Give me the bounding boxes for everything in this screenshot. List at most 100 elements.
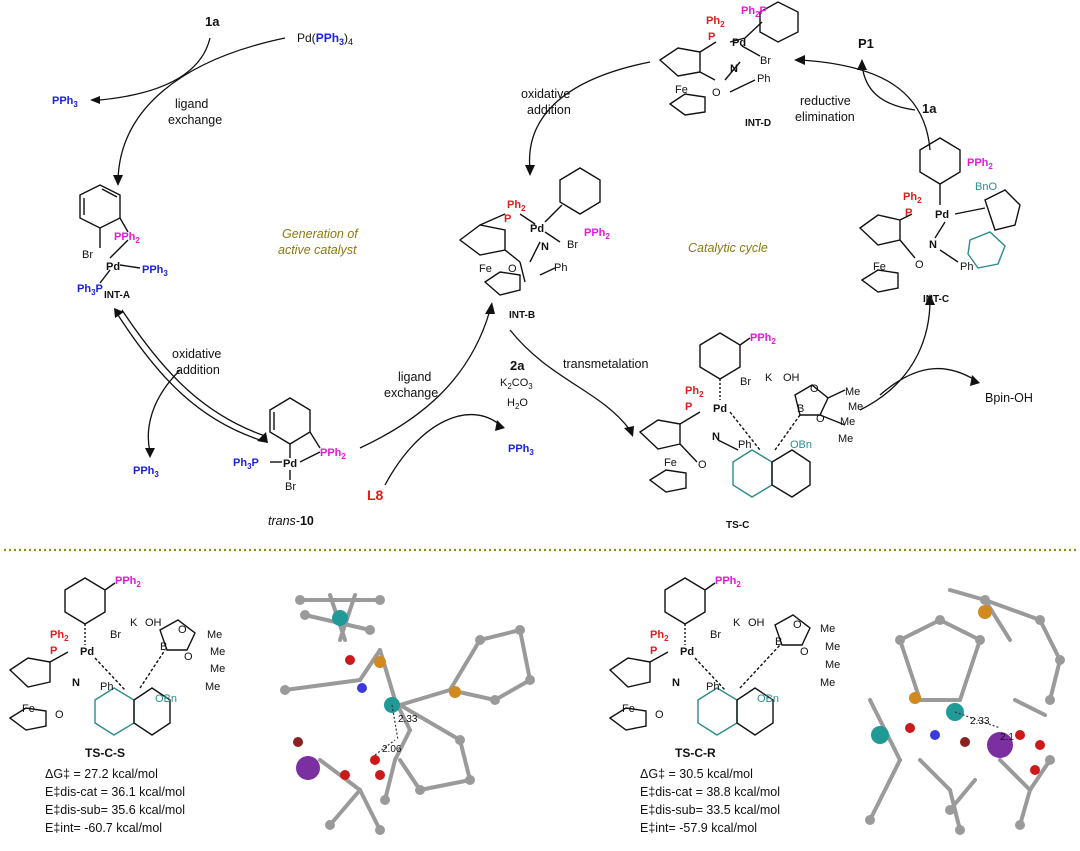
int-a-label: INT-A bbox=[104, 290, 130, 301]
svg-text:P: P bbox=[504, 213, 511, 225]
ts-cr-name: TS-C-R bbox=[675, 746, 716, 760]
svg-text:Ph2: Ph2 bbox=[507, 199, 526, 213]
svg-text:Br: Br bbox=[567, 239, 578, 251]
int-c-label: INT-C bbox=[923, 294, 949, 305]
svg-text:Ph2: Ph2 bbox=[706, 15, 725, 29]
svg-text:Pd: Pd bbox=[732, 37, 746, 49]
svg-text:Br: Br bbox=[110, 629, 121, 641]
trans10-structure: PPh2 Pd Ph3P Br bbox=[233, 397, 346, 493]
svg-text:O: O bbox=[698, 459, 707, 471]
svg-text:Me: Me bbox=[207, 629, 222, 641]
ts-cs-3d-model: 2.33 2.06 bbox=[280, 593, 535, 835]
svg-text:Br: Br bbox=[740, 376, 751, 388]
ts-cs-int: E‡int= -60.7 kcal/mol bbox=[45, 821, 163, 835]
int-b-label: INT-B bbox=[509, 310, 535, 321]
ts-cs-energies: ΔG‡ = 27.2 kcal/mol E‡dis-cat = 36.1 kca… bbox=[45, 765, 185, 837]
ts-cr-dis-cat: E‡dis-cat = 38.8 kcal/mol bbox=[640, 785, 780, 799]
svg-text:Fe: Fe bbox=[22, 703, 35, 715]
p1-label: P1 bbox=[858, 36, 874, 51]
svg-text:Br: Br bbox=[82, 249, 93, 261]
ts-cs-dis-sub: E‡dis-sub= 35.6 kcal/mol bbox=[45, 803, 186, 817]
int-a-structure: PPh2 Br Pd PPh3 Ph3P bbox=[77, 184, 168, 297]
svg-text:Fe: Fe bbox=[622, 703, 635, 715]
svg-text:Me: Me bbox=[845, 386, 860, 398]
int-b-structure: Ph2 P Pd Br PPh2 N O Fe Ph bbox=[458, 167, 610, 296]
svg-text:O: O bbox=[816, 413, 825, 425]
ts-cr-dis-sub: E‡dis-sub= 33.5 kcal/mol bbox=[640, 803, 781, 817]
svg-text:Pd: Pd bbox=[713, 403, 727, 415]
ts-cr-dist1: 2.33 bbox=[970, 716, 990, 727]
transmetalation-label: transmetalation bbox=[563, 357, 649, 371]
svg-text:Br: Br bbox=[710, 629, 721, 641]
svg-text:PPh2: PPh2 bbox=[320, 447, 346, 461]
svg-text:PPh2: PPh2 bbox=[114, 231, 140, 245]
svg-text:O: O bbox=[184, 651, 193, 663]
svg-text:Br: Br bbox=[760, 55, 771, 67]
oxidative-top-2: addition bbox=[527, 103, 571, 117]
svg-text:O: O bbox=[178, 624, 187, 636]
svg-text:Ph3P: Ph3P bbox=[77, 283, 103, 297]
svg-text:Fe: Fe bbox=[664, 457, 677, 469]
svg-text:PPh3: PPh3 bbox=[142, 264, 168, 278]
svg-text:PPh2: PPh2 bbox=[715, 575, 741, 589]
ts-cr-3d-model: 2.33 2.1 bbox=[865, 588, 1065, 835]
svg-text:Ph: Ph bbox=[100, 681, 113, 693]
ts-c-label: TS-C bbox=[726, 520, 749, 531]
svg-text:PPh2: PPh2 bbox=[584, 227, 610, 241]
oxidative-left-2: addition bbox=[176, 363, 220, 377]
reagent-2a: 2a bbox=[510, 358, 525, 373]
svg-text:Me: Me bbox=[820, 623, 835, 635]
svg-text:K: K bbox=[733, 617, 741, 629]
svg-text:Br: Br bbox=[285, 481, 296, 493]
svg-text:B: B bbox=[160, 641, 167, 653]
generation-label-1: Generation of bbox=[282, 227, 359, 241]
svg-text:N: N bbox=[730, 63, 738, 75]
svg-text:B: B bbox=[797, 403, 804, 415]
svg-text:Me: Me bbox=[840, 416, 855, 428]
svg-text:Ph2: Ph2 bbox=[650, 629, 669, 643]
ts-cs-name: TS-C-S bbox=[85, 746, 125, 760]
svg-text:P: P bbox=[708, 31, 715, 43]
svg-text:Me: Me bbox=[825, 641, 840, 653]
ts-cs-dg: ΔG‡ = 27.2 kcal/mol bbox=[45, 767, 158, 781]
svg-text:Me: Me bbox=[838, 433, 853, 445]
svg-text:O: O bbox=[508, 263, 517, 275]
ts-cr-int: E‡int= -57.9 kcal/mol bbox=[640, 821, 758, 835]
h2o: H2O bbox=[507, 397, 528, 411]
svg-text:Pd: Pd bbox=[283, 458, 297, 470]
int-c-structure: PPh2 BnO Ph2 P Pd N O Fe Ph bbox=[858, 137, 1021, 293]
pph3-mid: PPh3 bbox=[508, 443, 534, 457]
svg-text:OBn: OBn bbox=[757, 693, 779, 705]
svg-text:OH: OH bbox=[748, 617, 765, 629]
svg-text:Fe: Fe bbox=[675, 84, 688, 96]
reaction-arrows bbox=[90, 37, 980, 486]
svg-text:Pd: Pd bbox=[935, 209, 949, 221]
ligand-exchange-2: exchange bbox=[168, 113, 222, 127]
reactant-1a-label: 1a bbox=[205, 14, 220, 29]
ts-c-structure: PPh2 Ph2 P Pd Br K OH B O O Me Me Me Me … bbox=[638, 332, 863, 498]
svg-text:Pd: Pd bbox=[530, 223, 544, 235]
oxidative-top-1: oxidative bbox=[521, 87, 570, 101]
svg-text:Ph2: Ph2 bbox=[903, 191, 922, 205]
svg-text:K: K bbox=[130, 617, 138, 629]
svg-text:B: B bbox=[775, 636, 782, 648]
svg-text:Fe: Fe bbox=[479, 263, 492, 275]
ts-cs-structure: PPh2 Ph2 P Pd Br K OH B O O Me Me Me Me … bbox=[8, 575, 225, 760]
pph3-top: PPh3 bbox=[52, 95, 78, 109]
svg-text:Pd: Pd bbox=[106, 261, 120, 273]
svg-text:P: P bbox=[685, 401, 692, 413]
svg-text:PPh2: PPh2 bbox=[115, 575, 141, 589]
svg-text:N: N bbox=[929, 239, 937, 251]
svg-text:Me: Me bbox=[848, 401, 863, 413]
reductive-1: reductive bbox=[800, 94, 851, 108]
catalytic-cycle-label: Catalytic cycle bbox=[688, 241, 768, 255]
svg-text:Me: Me bbox=[205, 681, 220, 693]
generation-label-2: active catalyst bbox=[278, 243, 357, 257]
svg-text:Pd: Pd bbox=[80, 646, 94, 658]
ligand-exchange-mid-1: ligand bbox=[398, 370, 431, 384]
svg-text:Ph: Ph bbox=[706, 681, 719, 693]
svg-text:OH: OH bbox=[145, 617, 162, 629]
ts-cs-dist1: 2.33 bbox=[398, 714, 418, 725]
svg-text:P: P bbox=[905, 207, 912, 219]
ts-cs-dist2: 2.06 bbox=[382, 744, 402, 755]
